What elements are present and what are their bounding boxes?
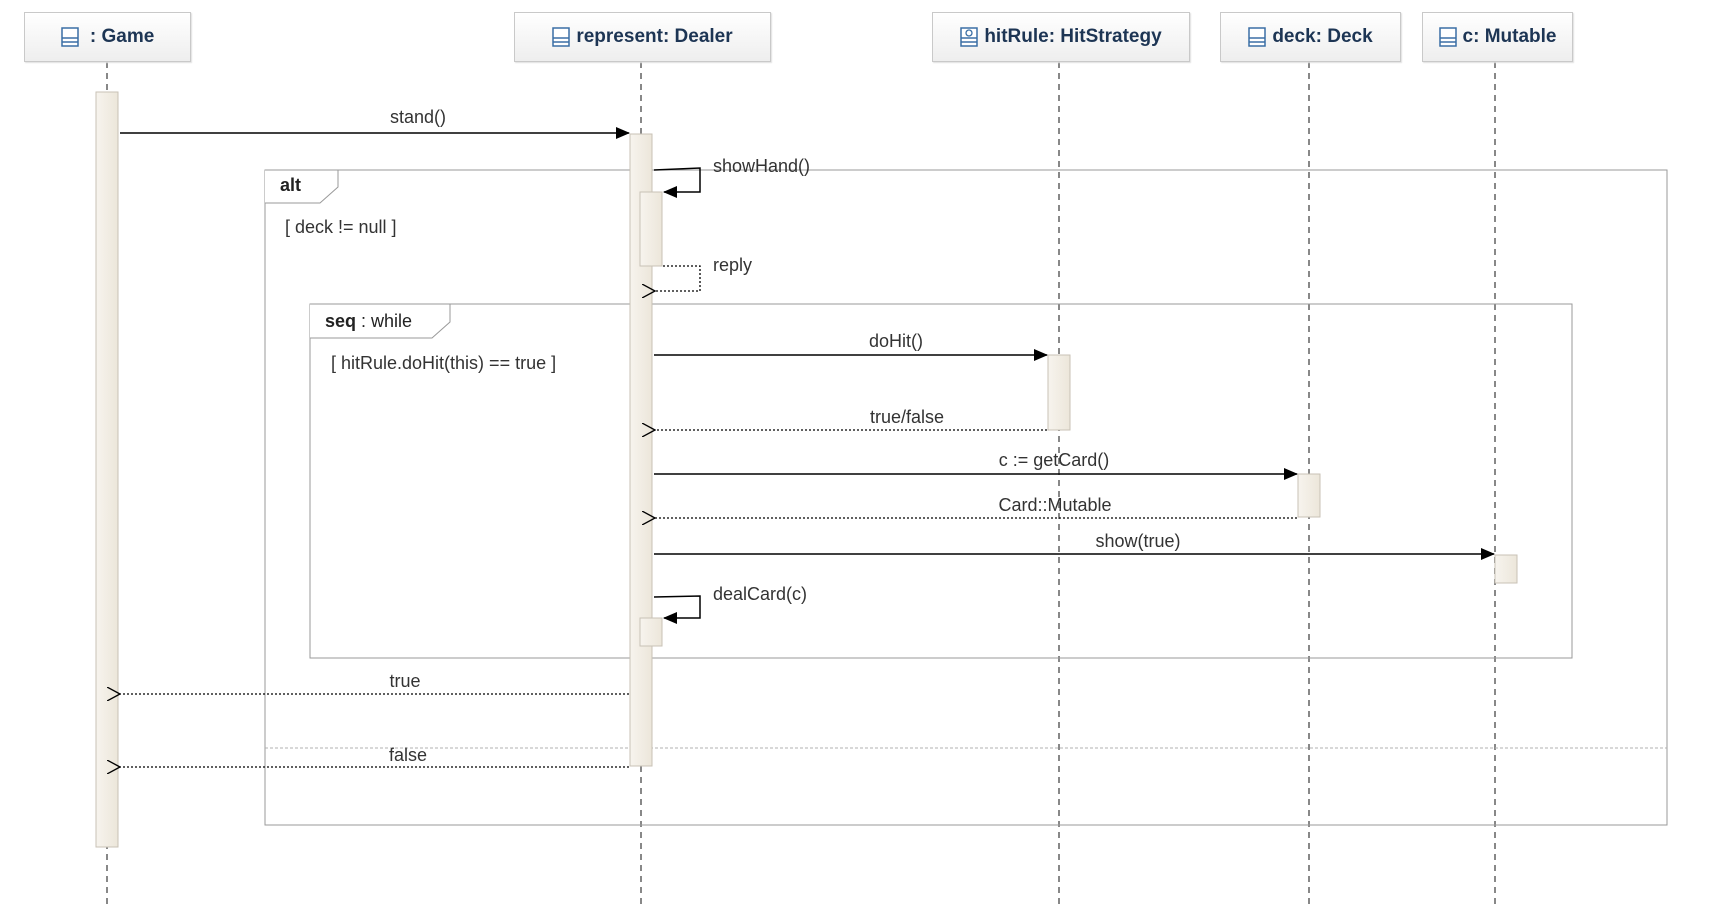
class-icon <box>1248 27 1267 47</box>
msg-true-label: true <box>389 671 421 691</box>
seq-frame <box>309 303 1573 659</box>
msg-reply-arrow <box>655 265 701 291</box>
activation-game <box>95 91 119 848</box>
class-icon <box>552 27 571 47</box>
activation-dealer-showhand <box>639 191 663 267</box>
alt-frame <box>264 169 1668 826</box>
lifeline-head-hitrule[interactable]: hitRule: HitStrategy <box>932 12 1190 62</box>
interface-icon <box>960 27 979 47</box>
msg-false-label: false <box>388 745 428 765</box>
lifeline-head-dealer[interactable]: represent: Dealer <box>514 12 771 62</box>
msg-dealcard-arrow <box>653 595 701 624</box>
msg-getcard-label: c := getCard() <box>998 450 1110 470</box>
seq-suffix: : while <box>356 311 413 331</box>
seq-frame-tab <box>310 303 451 339</box>
lifeline-label-hitrule: hitRule: HitStrategy <box>984 26 1162 47</box>
class-icon <box>1438 27 1457 47</box>
lifeline-label-game: : Game <box>84 26 155 47</box>
msg-show-label: show(true) <box>1095 531 1181 551</box>
alt-frame-label: alt <box>280 175 301 196</box>
seq-guard: [ hitRule.doHit(this) == true ] <box>331 353 557 373</box>
seq-operator: seq <box>325 311 357 331</box>
alt-operator: alt <box>280 175 302 195</box>
seq-frame-label: seq : while <box>325 311 412 332</box>
msg-cardmutable-label: Card::Mutable <box>998 495 1112 515</box>
lifeline-label-mutable: c: Mutable <box>1462 26 1557 47</box>
msg-showhand-arrow <box>653 167 701 198</box>
lifeline-label-deck: deck: Deck <box>1272 26 1373 47</box>
lifeline-head-mutable[interactable]: c: Mutable <box>1422 12 1573 62</box>
msg-dealcard-label: dealCard(c) <box>713 584 808 604</box>
alt-frame-tab <box>265 169 339 204</box>
msg-dohit-label: doHit() <box>868 331 924 351</box>
activation-deck <box>1297 473 1321 518</box>
activation-mutable <box>1494 554 1518 584</box>
activation-dealer-dealcard <box>639 617 663 647</box>
msg-stand-label: stand() <box>389 107 447 127</box>
activation-hitrule <box>1047 354 1071 431</box>
lifeline-head-deck[interactable]: deck: Deck <box>1220 12 1401 62</box>
class-icon <box>60 27 79 47</box>
msg-reply-label: reply <box>713 255 753 275</box>
lifeline-head-game[interactable]: : Game <box>24 12 191 62</box>
lifeline-label-dealer: represent: Dealer <box>576 26 733 47</box>
msg-showhand-label: showHand() <box>713 156 811 176</box>
msg-truefalse-label: true/false <box>869 407 945 427</box>
alt-guard: [ deck != null ] <box>285 217 397 237</box>
